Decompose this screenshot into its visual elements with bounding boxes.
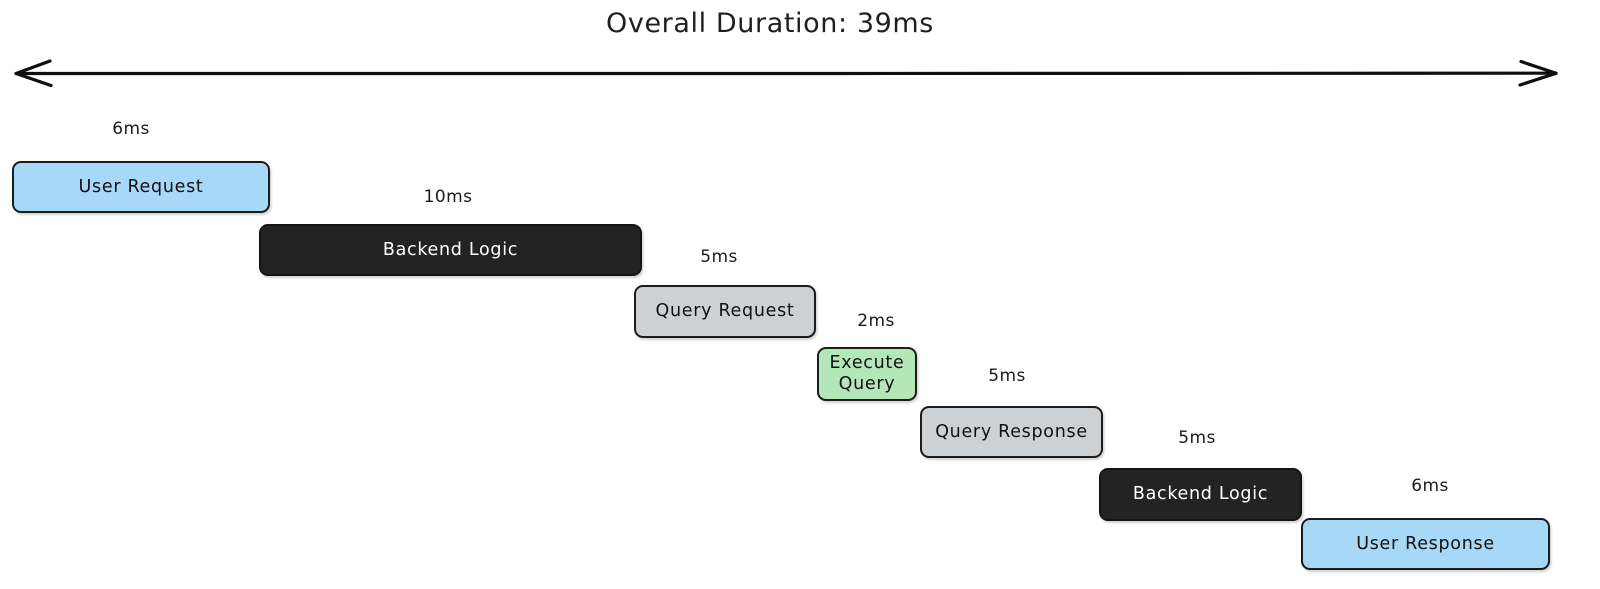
timeline-axis: [10, 52, 1562, 94]
duration-label-backend-logic-2: 5ms: [1178, 428, 1216, 448]
duration-label-query-response: 5ms: [988, 366, 1026, 386]
duration-label-backend-logic-1: 10ms: [423, 187, 473, 207]
stage-bar-query-response[interactable]: Query Response: [920, 406, 1103, 458]
stage-label-user-request: User Request: [78, 176, 204, 197]
page-title: Overall Duration: 39ms: [606, 8, 934, 39]
stage-bar-backend-logic-1[interactable]: Backend Logic: [259, 224, 642, 276]
stage-label-query-response: Query Response: [935, 421, 1088, 442]
duration-label-user-response: 6ms: [1411, 476, 1449, 496]
stage-label-query-request: Query Request: [655, 301, 795, 322]
duration-label-query-request: 5ms: [700, 247, 738, 267]
stage-label-backend-logic-2: Backend Logic: [1132, 484, 1269, 505]
stage-bar-backend-logic-2[interactable]: Backend Logic: [1099, 468, 1302, 521]
duration-label-user-request: 6ms: [112, 119, 150, 139]
stage-bar-query-request[interactable]: Query Request: [634, 285, 816, 338]
stage-bar-user-response[interactable]: User Response: [1301, 518, 1550, 570]
stage-bar-execute-query[interactable]: Execute Query: [817, 347, 917, 401]
duration-label-execute-query: 2ms: [857, 311, 895, 331]
stage-label-backend-logic-1: Backend Logic: [382, 239, 519, 260]
stage-label-user-response: User Response: [1356, 533, 1495, 554]
stage-label-execute-query: Execute Query: [829, 353, 905, 394]
stage-bar-user-request[interactable]: User Request: [12, 161, 270, 213]
double-headed-arrow-icon: [14, 59, 1558, 88]
